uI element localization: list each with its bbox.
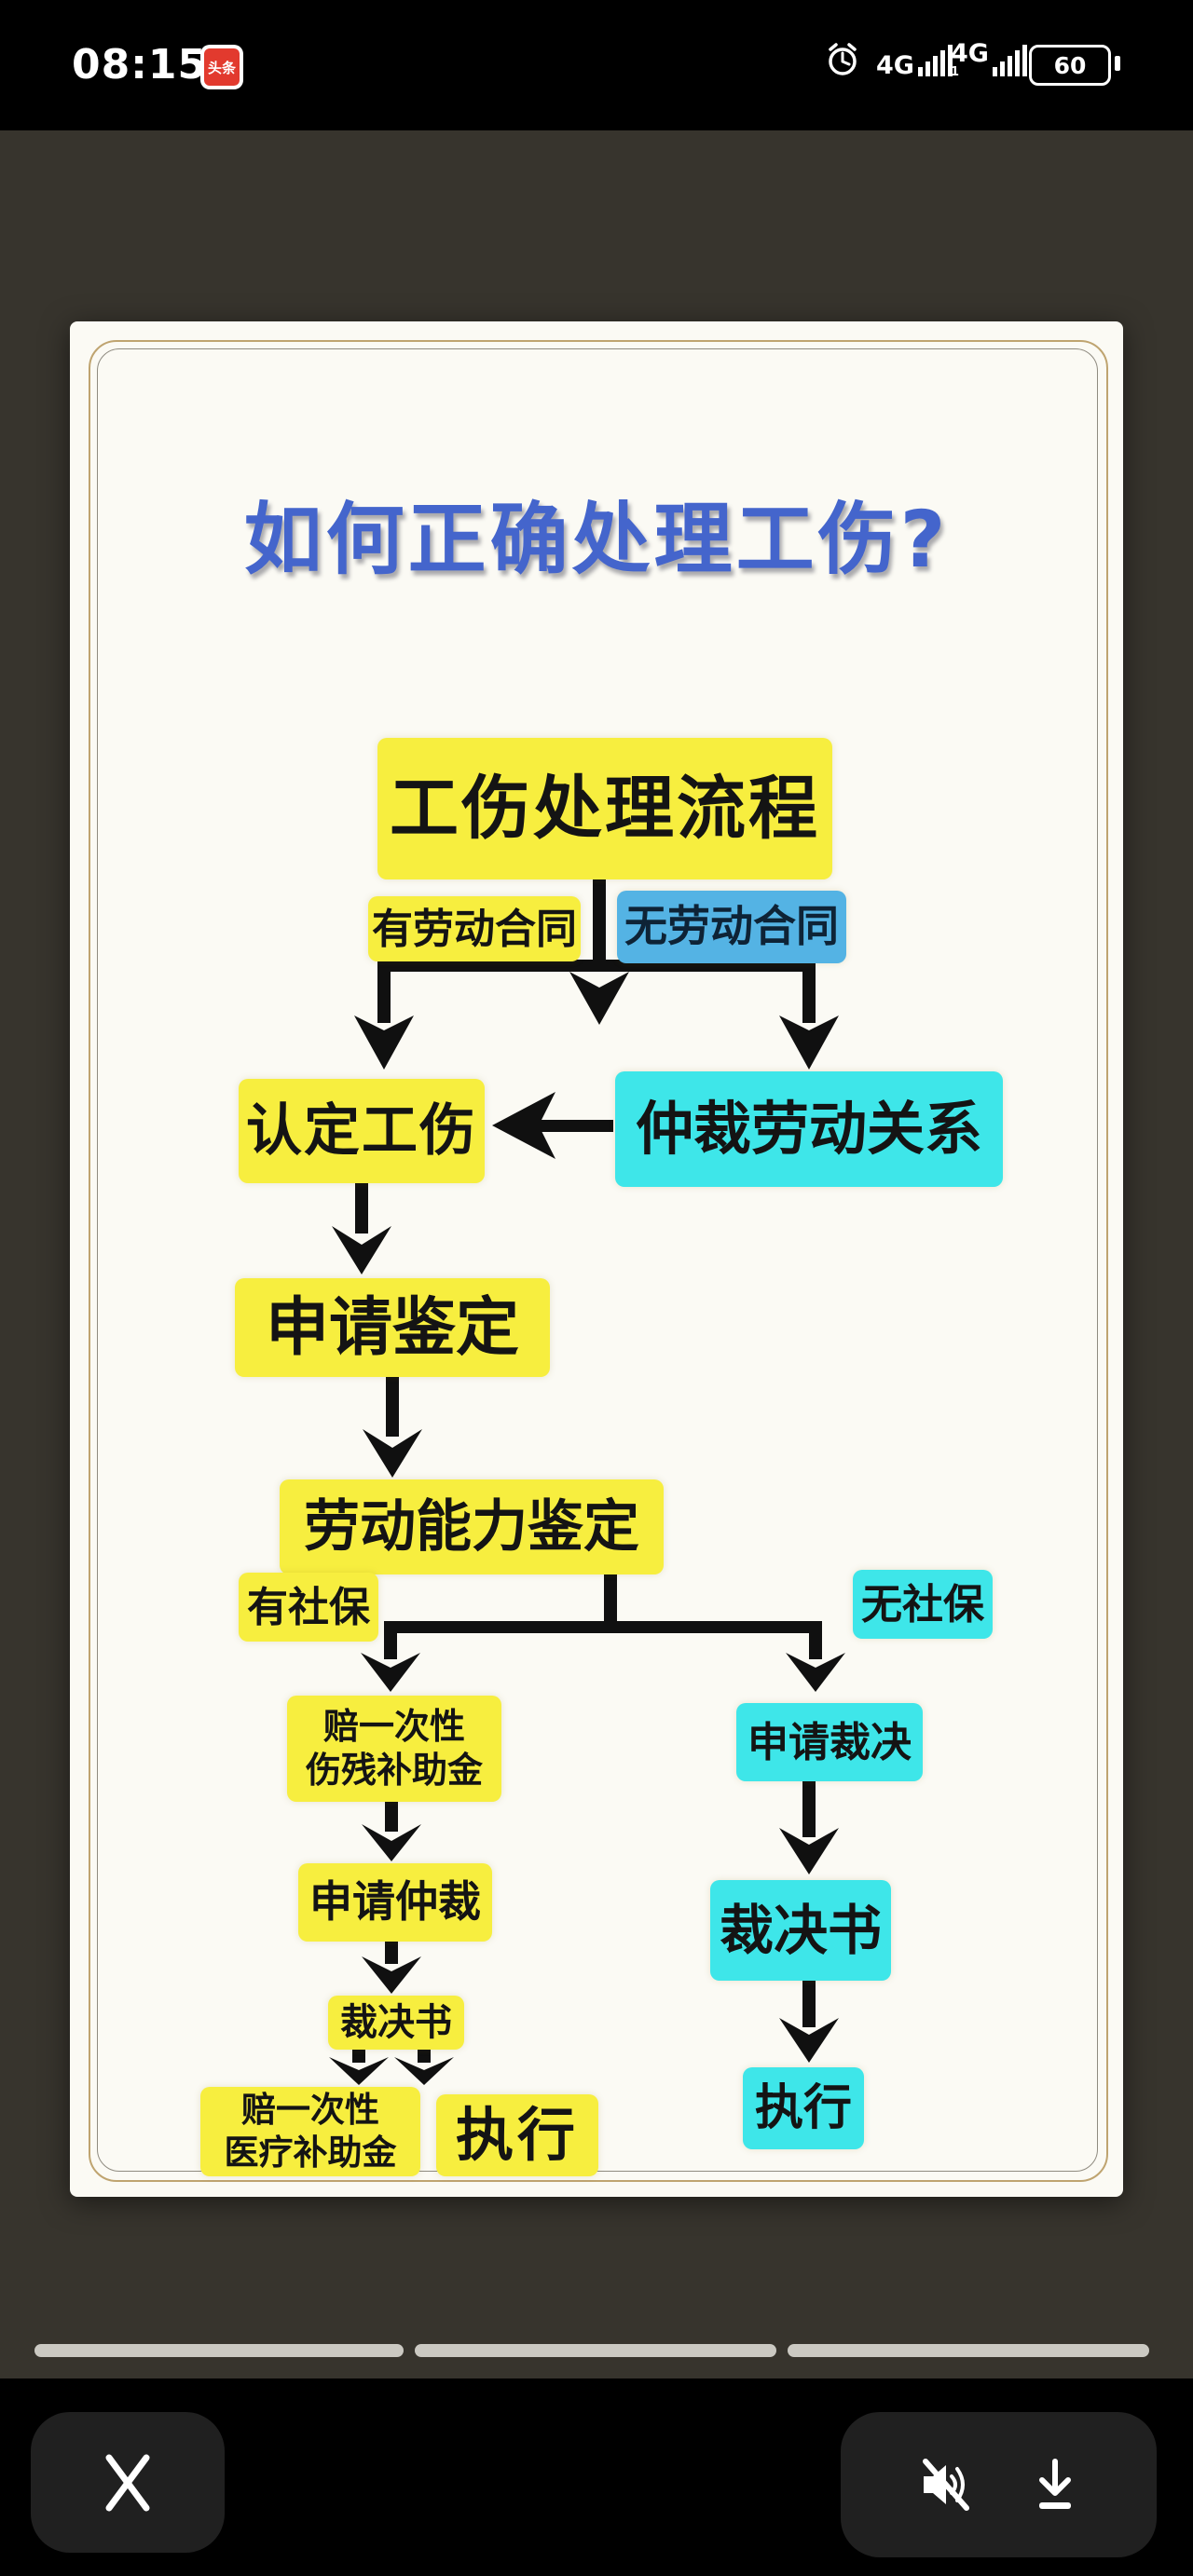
flow-node-award-right: 裁决书: [710, 1880, 891, 1981]
progress-segment: [788, 2344, 1149, 2357]
disability-benefit-line2: 伤残补助金: [305, 1750, 483, 1791]
flow-label-has-social: 有社保: [239, 1573, 378, 1642]
status-bar-background: [0, 0, 1193, 130]
sim2-signal: 4G 1: [951, 41, 1028, 78]
flow-node-confirm-injury: 认定工伤: [239, 1079, 485, 1183]
disability-benefit-line1: 赔一次性: [322, 1705, 465, 1747]
flow-node-labor-appraisal: 劳动能力鉴定: [280, 1479, 664, 1574]
alarm-clock-icon: [824, 41, 861, 78]
flow-node-execute-left: 执行: [436, 2094, 598, 2176]
close-button[interactable]: [31, 2412, 225, 2553]
battery-indicator: 60: [1029, 45, 1111, 86]
medical-benefit-line2: 医疗补助金: [224, 2133, 397, 2173]
decorative-frame-outer: [89, 340, 1108, 2182]
clock-time: 08:15: [72, 41, 208, 89]
flow-node-apply-appraisal: 申请鉴定: [235, 1278, 550, 1377]
flow-node-root: 工伤处理流程: [377, 738, 832, 879]
flow-node-apply-award: 申请裁决: [736, 1703, 923, 1781]
sim2-slot-indicator: 1: [951, 65, 960, 79]
decorative-frame-inner: [97, 348, 1098, 2172]
toutiao-app-icon: 头条: [200, 45, 243, 89]
sim1-signal: 4G: [876, 41, 953, 78]
flow-node-arbitrate-relation: 仲裁劳动关系: [615, 1071, 1003, 1187]
muted-speaker-icon[interactable]: [916, 2456, 974, 2514]
flow-node-execute-right: 执行: [743, 2067, 864, 2149]
toutiao-app-icon-label: 头条: [204, 48, 240, 86]
poster-image[interactable]: [70, 321, 1123, 2197]
flow-label-no-contract: 无劳动合同: [617, 891, 846, 963]
flow-label-no-social: 无社保: [853, 1570, 993, 1639]
sim2-signal-bars-icon: [992, 45, 1027, 76]
flow-node-apply-arbitration: 申请仲裁: [298, 1863, 492, 1942]
flow-label-has-contract: 有劳动合同: [368, 896, 581, 961]
sim1-network-label: 4G: [876, 51, 914, 80]
battery-nub: [1115, 56, 1120, 71]
progress-segment: [34, 2344, 404, 2357]
flow-node-medical-benefit: 赔一次性 医疗补助金: [200, 2087, 420, 2176]
sim2-network-label: 4G: [951, 39, 989, 68]
poster-title: 如何正确处理工伤?: [243, 494, 950, 585]
medical-benefit-line1: 赔一次性: [241, 2089, 379, 2130]
sim1-signal-bars-icon: [917, 45, 953, 76]
flow-node-disability-benefit: 赔一次性 伤残补助金: [287, 1696, 501, 1802]
close-icon: [105, 2454, 150, 2511]
media-controls[interactable]: [841, 2412, 1157, 2557]
flow-node-award-left: 裁决书: [328, 1996, 464, 2050]
battery-percent: 60: [1053, 51, 1087, 79]
download-icon[interactable]: [1028, 2456, 1082, 2514]
progress-segment: [415, 2344, 776, 2357]
